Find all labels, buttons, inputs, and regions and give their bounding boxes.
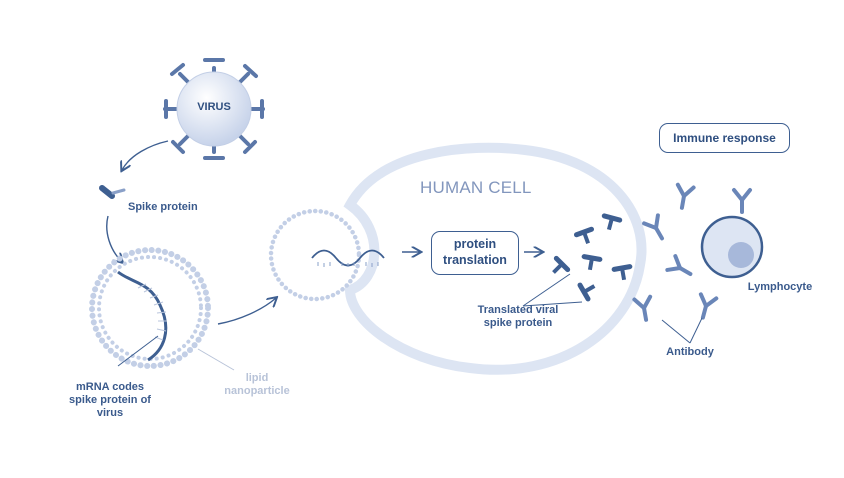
- translated-spike-label: Translated viral spike protein: [477, 304, 559, 329]
- translated-spike-proteins: [522, 216, 632, 307]
- arrow-virus-to-spike: [122, 140, 169, 170]
- mrna-label: mRNA codes spike protein of virus: [69, 381, 151, 419]
- immune-response-box: Immune response: [659, 123, 790, 153]
- virus-label: VIRUS: [197, 101, 231, 113]
- immune-response-label: Immune response: [673, 131, 776, 145]
- lipid-nanoparticle-label: lipid nanoparticle: [224, 372, 290, 397]
- virus: [163, 58, 265, 160]
- lipid-nanoparticle: [89, 247, 235, 371]
- spike-protein-label: Spike protein: [128, 201, 198, 213]
- arrow-spike-to-mrna: [106, 215, 122, 262]
- lymphocyte: [700, 215, 764, 279]
- lymphocyte-label: Lymphocyte: [747, 281, 813, 293]
- arrow-nanoparticle-to-cell: [217, 298, 276, 325]
- antibody-label: Antibody: [666, 346, 714, 358]
- spike-protein-icon: [99, 185, 126, 199]
- endosome-vesicle: [268, 208, 362, 302]
- human-cell-title: HUMAN CELL: [420, 178, 532, 197]
- protein-translation-label: protein translation: [443, 237, 507, 267]
- antibodies: [632, 182, 752, 344]
- mrna-strand-inside-cell: [311, 249, 385, 267]
- protein-translation-box: protein translation: [431, 231, 519, 275]
